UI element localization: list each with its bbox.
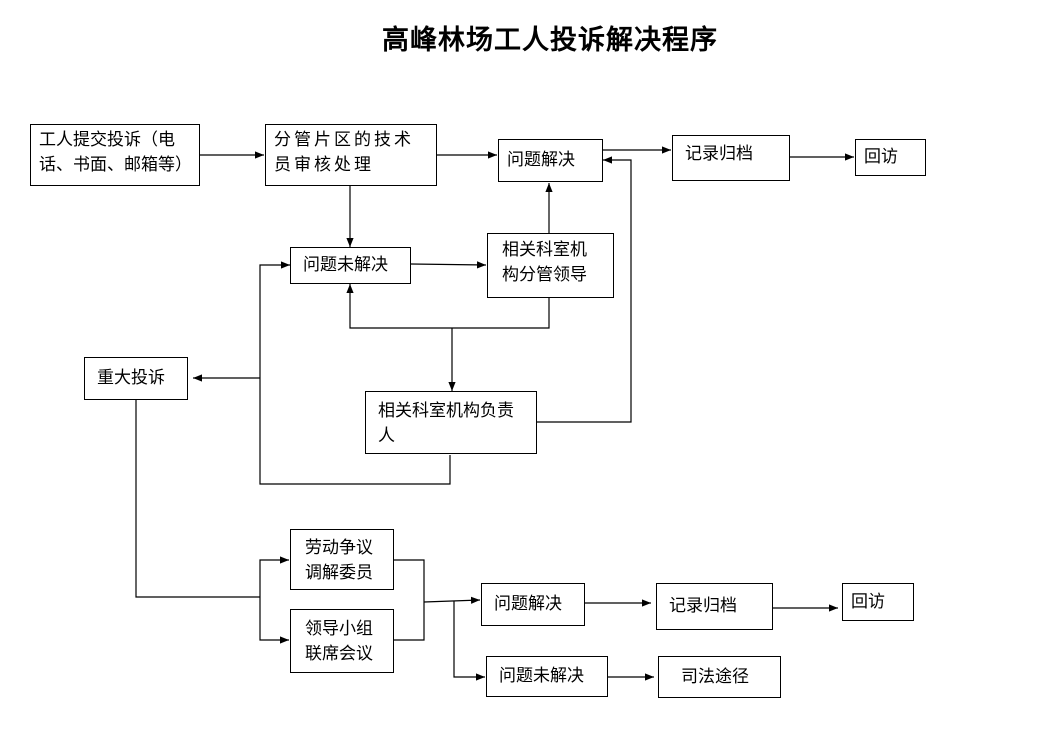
node-dept-head: 相关科室机构负责人 xyxy=(365,391,537,454)
arrow-to-unsolved-2 xyxy=(453,601,485,681)
arrow-leader-to-unsolved xyxy=(346,284,550,329)
node-solved-2: 问题解决 xyxy=(481,583,585,626)
node-revisit-2: 回访 xyxy=(842,583,914,621)
node-tech-review: 分管片区的技术员审核处理 xyxy=(265,124,437,186)
node-unsolved-2: 问题未解决 xyxy=(486,656,608,697)
arrow-to-labor-committee xyxy=(259,556,289,597)
node-submit: 工人提交投诉（电话、书面、邮箱等） xyxy=(30,124,200,186)
node-unsolved-1: 问题未解决 xyxy=(290,247,411,284)
node-revisit-1: 回访 xyxy=(855,139,926,176)
arrow-head-to-solved xyxy=(536,156,632,423)
node-labor-committee: 劳动争议调解委员 xyxy=(290,529,394,590)
node-leader-meeting: 领导小组联席会议 xyxy=(290,609,394,673)
arrow-to-solved-2 xyxy=(423,596,481,604)
arrow-to-leader-meeting xyxy=(259,597,289,644)
line-major-down xyxy=(135,400,260,598)
node-archive-2: 记录归档 xyxy=(656,583,773,630)
line-labor-out xyxy=(394,559,425,602)
node-judicial: 司法途径 xyxy=(658,656,781,698)
arrow-unsolved-to-leader xyxy=(410,261,487,269)
loop-head-to-unsolved xyxy=(259,261,451,485)
diagram-title: 高峰林场工人投诉解决程序 xyxy=(382,25,718,56)
node-dept-leader: 相关科室机构分管领导 xyxy=(487,233,614,298)
node-solved-1: 问题解决 xyxy=(498,139,603,182)
node-major: 重大投诉 xyxy=(84,357,188,400)
line-meeting-out xyxy=(394,602,425,641)
node-archive-1: 记录归档 xyxy=(672,135,790,181)
